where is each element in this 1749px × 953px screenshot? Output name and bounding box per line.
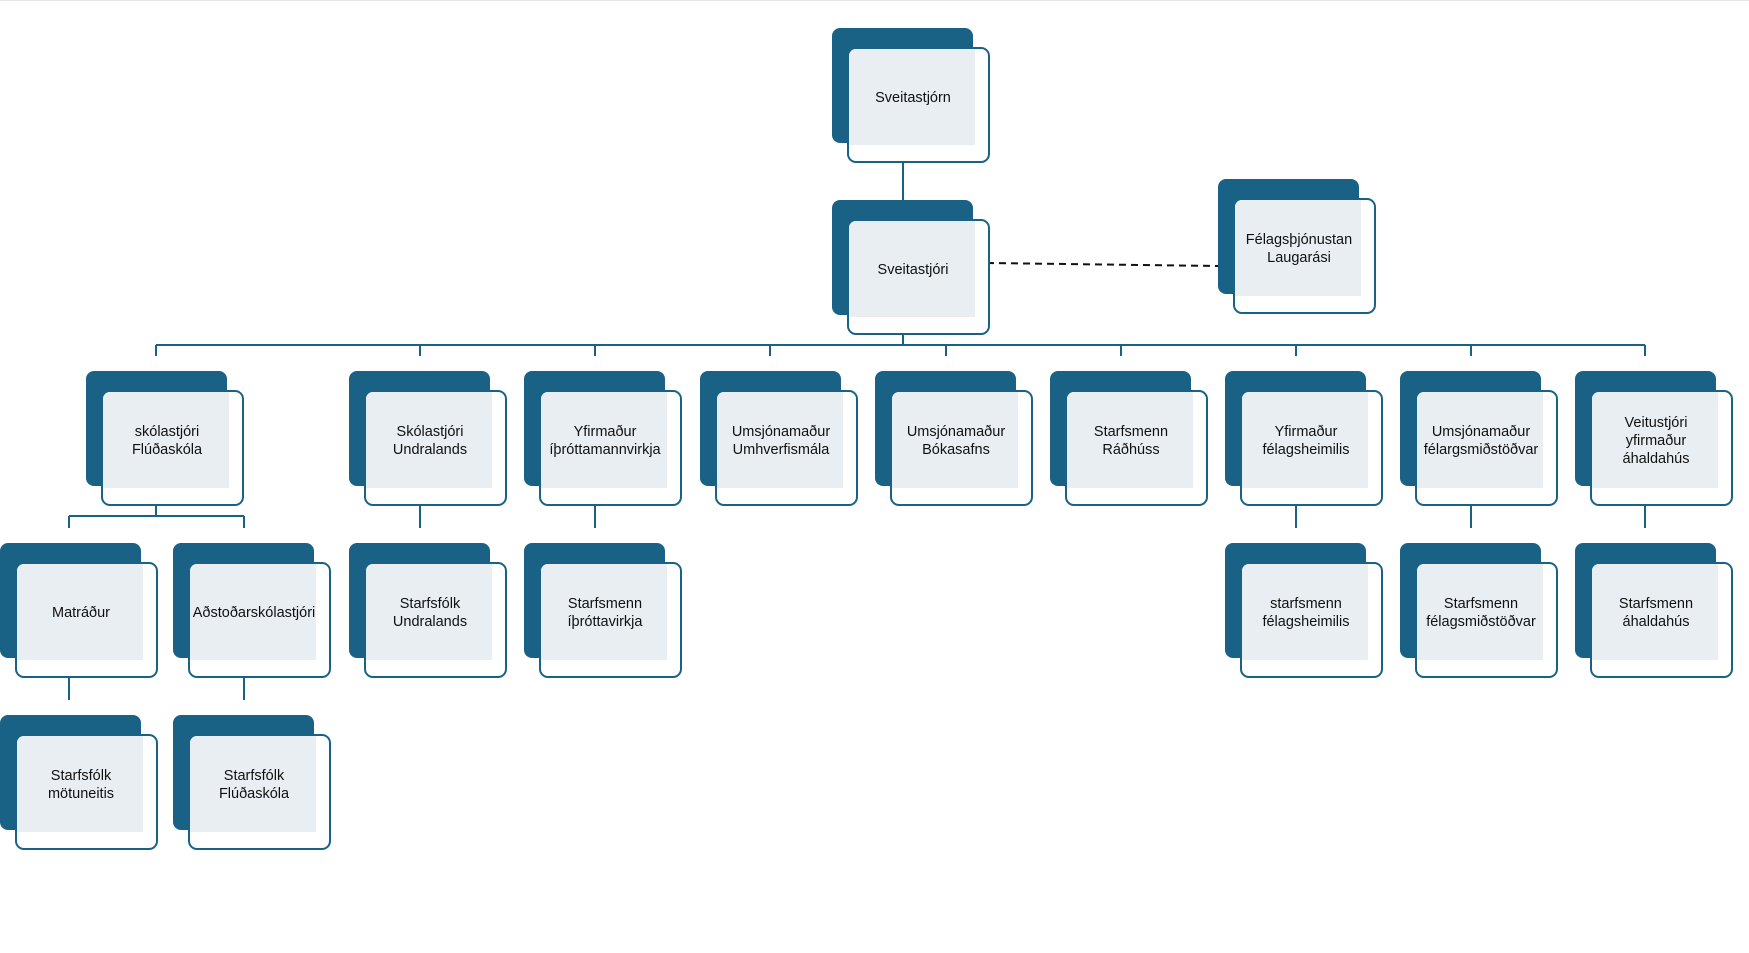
node-label: Umsjónamaður félargsmiðstöðvar [1423, 423, 1539, 458]
node-label: Sveitastjóri [877, 261, 949, 278]
node-label: Umsjónamaður Bókasafns [906, 423, 1006, 458]
node-label: Starfsfólk Flúðaskóla [218, 767, 290, 802]
node-label: Veitustjóri yfirmaður áhaldahús [1622, 414, 1690, 467]
node-label: Sveitastjórn [875, 89, 951, 106]
node-label: Aðstoðarskólastjóri [192, 604, 316, 621]
node-label: Skólastjóri Undralands [392, 423, 468, 458]
node-label: starfsmenn félagsheimilis [1262, 595, 1350, 630]
node-label: Starfsmenn áhaldahús [1618, 595, 1694, 630]
node-label: Starfsfólk Undralands [392, 595, 468, 630]
dashed-connector-social [986, 262, 1220, 267]
node-label: Starfsmenn Ráðhúss [1093, 423, 1169, 458]
node-label: Starfsmenn félagsmiðstöðvar [1426, 595, 1536, 630]
node-label: Starfsfólk mötuneitis [47, 767, 115, 802]
node-label: Yfirmaður félagsheimilis [1262, 423, 1350, 458]
node-label: Yfirmaður íþróttamannvirkja [549, 423, 661, 458]
node-label: Matráður [51, 604, 111, 621]
node-label: Starfsmenn íþróttavirkja [567, 595, 643, 630]
node-label: Félagsþjónustan Laugarási [1245, 231, 1353, 266]
node-label: Umsjónamaður Umhverfismála [731, 423, 831, 458]
node-label: skólastjóri Flúðaskóla [131, 423, 203, 458]
top-border [0, 0, 1749, 1]
